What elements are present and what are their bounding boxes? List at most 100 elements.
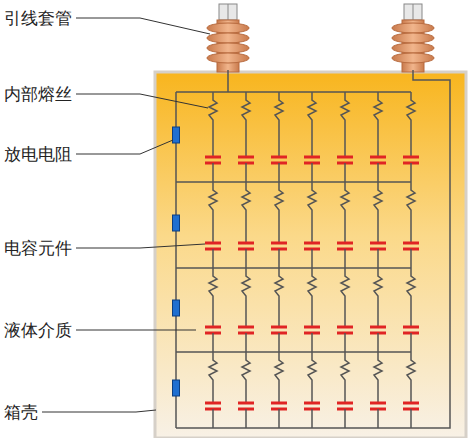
bus-wire	[176, 91, 411, 93]
element-wire	[245, 163, 247, 182]
internal-fuse	[407, 92, 415, 157]
capacitor-plate	[238, 402, 254, 405]
internal-fuse	[242, 352, 250, 403]
part-label: 放电电阻	[4, 144, 72, 164]
terminal-cap	[404, 4, 422, 20]
leader-line	[76, 18, 210, 34]
internal-fuse	[242, 268, 250, 327]
internal-fuse	[374, 268, 382, 327]
element-wire	[410, 249, 412, 268]
element-wire	[311, 333, 313, 352]
part-label: 引线套管	[4, 8, 72, 28]
terminal-cap	[219, 4, 237, 20]
capacitor-plate	[271, 242, 287, 245]
resistor-symbol	[173, 380, 180, 396]
capacitor-circuit	[173, 70, 451, 428]
internal-fuse	[341, 268, 349, 327]
leader-line	[76, 94, 208, 108]
element-wire	[377, 333, 379, 352]
capacitor-plate	[238, 326, 254, 329]
bus-wire	[176, 427, 411, 429]
element-wire	[278, 249, 280, 268]
capacitor-plate	[205, 326, 221, 329]
tank-housing	[155, 72, 466, 438]
element-wire	[278, 333, 280, 352]
internal-fuse	[374, 92, 382, 157]
element-wire	[377, 163, 379, 182]
internal-fuse	[209, 92, 217, 157]
element-wire	[344, 249, 346, 268]
element-wire	[245, 249, 247, 268]
capacitor-plate	[370, 156, 386, 159]
bushing-shed	[207, 23, 249, 33]
capacitor-plate	[238, 156, 254, 159]
leader-line	[42, 410, 156, 412]
resistor-symbol	[173, 215, 180, 231]
bushing-shed	[392, 43, 434, 53]
internal-fuse	[407, 352, 415, 403]
element-wire	[212, 333, 214, 352]
capacitor-plate	[370, 242, 386, 245]
internal-fuse	[275, 92, 283, 157]
element-wire	[410, 163, 412, 182]
element-wire	[311, 163, 313, 182]
capacitor-plate	[337, 326, 353, 329]
internal-fuse	[209, 182, 217, 243]
capacitor-plate	[304, 156, 320, 159]
internal-fuse	[275, 268, 283, 327]
element-wire	[278, 409, 280, 428]
capacitor-plate	[403, 156, 419, 159]
part-label: 液体介质	[4, 320, 72, 340]
element-wire	[245, 333, 247, 352]
bushing-shed	[392, 33, 434, 43]
leader-lines	[42, 18, 210, 412]
capacitor-plate	[205, 156, 221, 159]
element-wire	[377, 409, 379, 428]
internal-fuse	[308, 268, 316, 327]
internal-fuse	[209, 352, 217, 403]
element-wire	[344, 409, 346, 428]
element-wire	[212, 409, 214, 428]
element-wire	[344, 163, 346, 182]
bushing-shed	[207, 33, 249, 43]
internal-fuse	[407, 182, 415, 243]
terminal-stud	[413, 4, 414, 20]
resistor-symbol	[173, 127, 180, 143]
capacitor-plate	[304, 402, 320, 405]
element-wire	[410, 333, 412, 352]
internal-fuse	[374, 352, 382, 403]
internal-fuse	[242, 182, 250, 243]
element-wire	[212, 163, 214, 182]
element-wire	[245, 409, 247, 428]
leader-line	[76, 244, 205, 248]
part-label: 电容元件	[4, 238, 72, 258]
bushing-shed	[392, 53, 434, 63]
leader-line	[76, 140, 173, 154]
capacitor-plate	[370, 326, 386, 329]
capacitor-plate	[271, 402, 287, 405]
internal-fuse	[242, 92, 250, 157]
capacitor-plate	[337, 242, 353, 245]
capacitor-plate	[403, 242, 419, 245]
capacitor-plate	[238, 242, 254, 245]
capacitor-plate	[304, 242, 320, 245]
element-wire	[311, 249, 313, 268]
bus-wire	[176, 267, 411, 269]
part-label: 内部熔丝	[4, 84, 72, 104]
capacitor-plate	[271, 326, 287, 329]
element-wire	[212, 249, 214, 268]
capacitor-plate	[205, 242, 221, 245]
bushings	[207, 4, 434, 72]
element-wire	[344, 333, 346, 352]
bus-wire	[176, 181, 411, 183]
internal-fuse	[275, 352, 283, 403]
lead-wire	[227, 70, 229, 92]
internal-fuse	[407, 268, 415, 327]
bushing-shed	[207, 53, 249, 63]
bushing-shed	[207, 43, 249, 53]
leader-line	[76, 330, 196, 331]
capacitor-plate	[370, 402, 386, 405]
terminal-stud	[228, 4, 229, 20]
